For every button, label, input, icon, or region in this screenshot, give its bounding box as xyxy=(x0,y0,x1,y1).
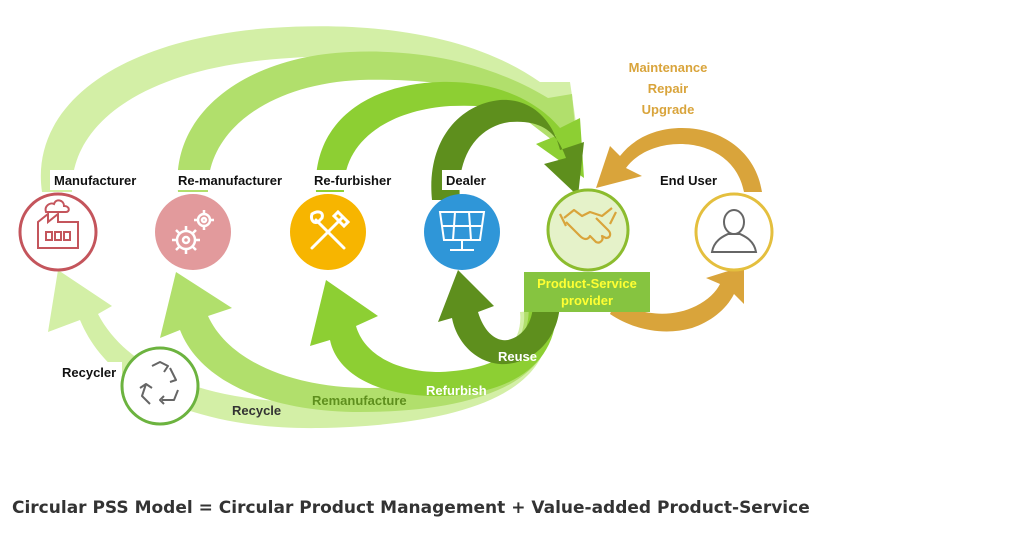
arc-psp-to-dealer xyxy=(438,270,561,365)
top-arcs xyxy=(40,26,584,200)
dealer-circle xyxy=(424,194,500,270)
actor-label-recycler: Recycler xyxy=(62,365,116,380)
actor-label-refurbisher: Re-furbisher xyxy=(314,173,391,188)
actor-dealer: Dealer xyxy=(424,170,500,270)
arc-psp-to-remanufacturer xyxy=(160,272,553,412)
actor-label-bg xyxy=(58,362,122,382)
arc-dealer-to-psp xyxy=(431,99,584,200)
enduser-circle xyxy=(694,192,774,272)
actor-label-bg xyxy=(656,170,726,190)
actor-recycler: Recycler xyxy=(58,346,200,426)
actor-manufacturer: Manufacturer xyxy=(18,170,146,272)
service-labels: Maintenance Repair Upgrade xyxy=(629,60,708,117)
handshake-icon xyxy=(559,207,617,244)
service-label-upgrade: Upgrade xyxy=(642,102,695,117)
actor-refurbisher: Re-furbisher xyxy=(290,170,400,270)
flow-label-remanufacture: Remanufacture xyxy=(312,393,407,408)
bottom-arcs xyxy=(48,270,561,429)
diagram-caption: Circular PSS Model = Circular Product Ma… xyxy=(12,498,810,518)
actor-label-remanufacturer: Re-manufacturer xyxy=(178,173,282,188)
psp-label-line1: Product-Service xyxy=(537,276,637,291)
service-label-repair: Repair xyxy=(648,81,688,96)
actor-label-bg xyxy=(442,170,492,190)
actor-remanufacturer: Re-manufacturer xyxy=(155,170,292,270)
arc-psp-to-refurbisher xyxy=(310,280,557,397)
solar-panel-icon xyxy=(438,211,486,251)
actor-label-bg xyxy=(174,170,292,190)
recycler-circle xyxy=(120,346,200,426)
arc-psp-to-enduser xyxy=(610,266,744,332)
actor-label-bg xyxy=(50,170,146,190)
actor-product-service-provider: Product-Service provider xyxy=(524,188,650,312)
actor-enduser: End User xyxy=(656,170,774,272)
psp-label-line2: provider xyxy=(561,293,613,308)
arc-manufacturer-to-psp xyxy=(40,26,580,192)
gears-icon xyxy=(172,210,214,254)
flow-label-recycle: Recycle xyxy=(232,403,281,418)
person-icon xyxy=(710,209,758,253)
factory-icon xyxy=(37,199,79,249)
actor-label-manufacturer: Manufacturer xyxy=(54,173,136,188)
arc-enduser-to-psp xyxy=(596,128,762,192)
actor-label-dealer: Dealer xyxy=(446,173,486,188)
psp-circle xyxy=(546,188,630,272)
service-label-maintenance: Maintenance xyxy=(629,60,708,75)
service-loop xyxy=(596,128,762,332)
actor-label-enduser: End User xyxy=(660,173,717,188)
actor-label-bg xyxy=(310,170,400,190)
flow-label-refurbish: Refurbish xyxy=(426,383,487,398)
psp-label-box xyxy=(524,272,650,312)
recycle-icon xyxy=(139,361,179,405)
flow-label-reuse: Reuse xyxy=(498,349,537,364)
tools-icon xyxy=(310,209,351,250)
